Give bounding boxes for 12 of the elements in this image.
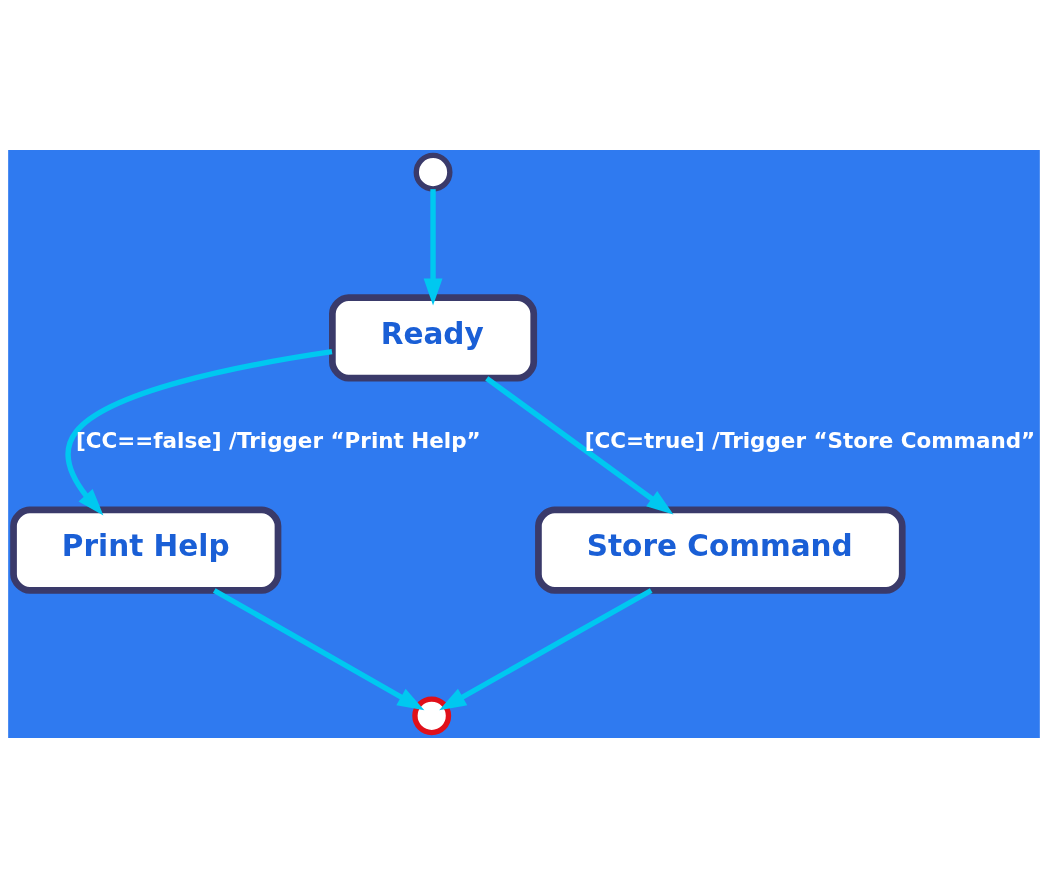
arrow xyxy=(485,375,674,515)
arrow xyxy=(423,188,443,305)
edge-label: [CC==false] /Trigger “Print Help” xyxy=(75,427,481,453)
node-box: Ready xyxy=(329,293,538,382)
node-box: Print Help xyxy=(10,505,282,594)
node-circle xyxy=(413,152,453,192)
edge-label: [CC=true] /Trigger “Store Command” xyxy=(584,427,1036,453)
arrow xyxy=(212,587,425,710)
arrow xyxy=(65,348,333,515)
arrow xyxy=(439,587,653,710)
node-circle xyxy=(412,695,452,735)
node-box: Store Command xyxy=(535,505,906,594)
